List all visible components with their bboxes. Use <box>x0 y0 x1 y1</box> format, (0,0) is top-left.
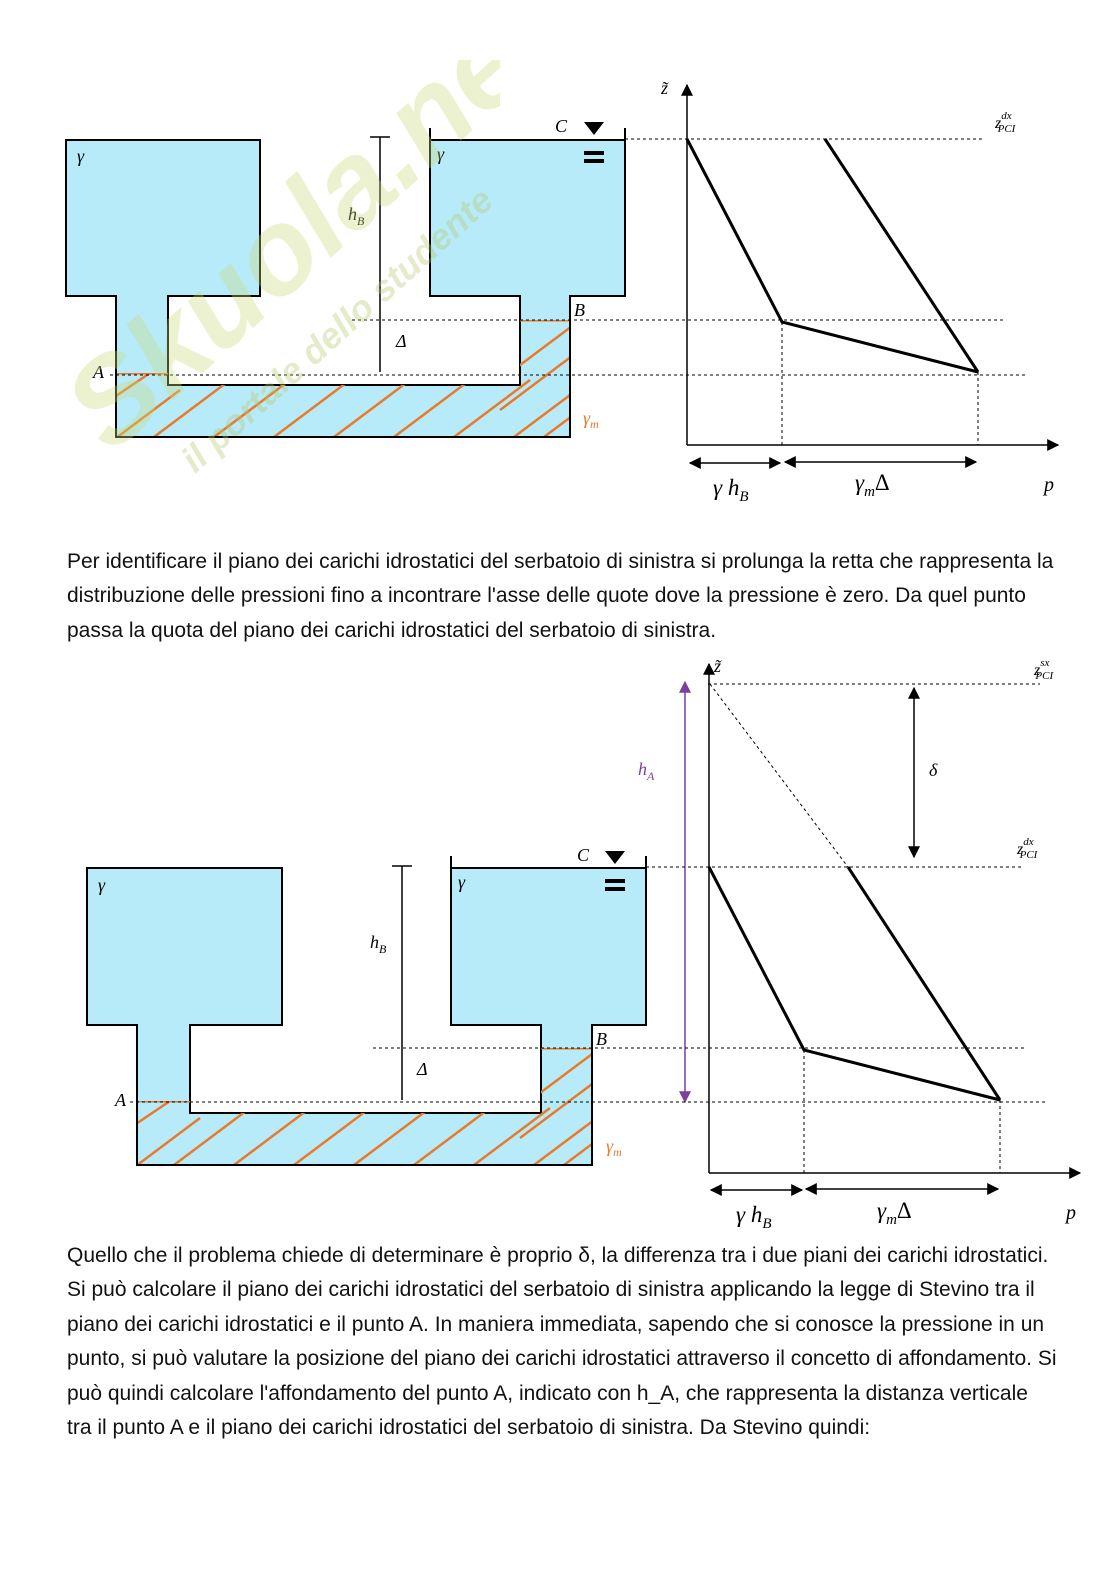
tank-system-2 <box>86 867 647 1166</box>
pressure-line-inner <box>685 138 979 374</box>
point-a-label-2: A <box>114 1090 127 1110</box>
point-c-label-2: C <box>577 845 590 865</box>
small-delta-label: δ <box>929 760 938 780</box>
free-surface-triangle-icon <box>584 122 604 135</box>
pressure-line-inner-2 <box>707 866 1001 1102</box>
gamma-hb-dim-label-2: γ hB <box>736 1202 772 1232</box>
delta-label: Δ <box>395 331 407 351</box>
gamma-right-label-2: γ <box>458 872 466 892</box>
paragraph-1: Per identificare il piano dei carichi id… <box>67 550 1054 642</box>
hb-label-2: hB <box>370 932 387 956</box>
ha-label: hA <box>638 759 655 783</box>
pressure-line-outer-2 <box>846 866 1002 1101</box>
gamma-m-label: γm <box>583 408 599 431</box>
paragraph-2: Quello che il problema chiede di determi… <box>67 1244 1057 1440</box>
hb-label: hB <box>348 204 365 228</box>
delta-label-2: Δ <box>416 1059 428 1079</box>
gamma-m-delta-dim-label-2: γmΔ <box>877 1198 912 1228</box>
p-axis-label-2: p <box>1064 1202 1076 1224</box>
p-axis-label: p <box>1042 474 1054 496</box>
gamma-hb-dim-label: γ hB <box>713 475 749 505</box>
point-c-label: C <box>555 116 568 136</box>
z-axis-label: z̃ <box>660 78 670 98</box>
left-tank <box>65 139 626 438</box>
point-b-label-2: B <box>596 1029 607 1049</box>
pressure-line-outer <box>823 138 980 373</box>
point-b-label: B <box>574 300 585 320</box>
free-surface-triangle-icon <box>605 851 625 864</box>
gamma-left-label-2: γ <box>98 875 106 895</box>
z-axis-label-2: z̃ <box>713 656 723 676</box>
gamma-m-delta-dim-label: γmΔ <box>855 470 890 500</box>
gamma-m-label-2: γm <box>606 1136 622 1159</box>
gamma-right-label: γ <box>437 144 445 164</box>
gamma-left-label: γ <box>77 146 85 166</box>
point-a-label: A <box>92 362 105 382</box>
